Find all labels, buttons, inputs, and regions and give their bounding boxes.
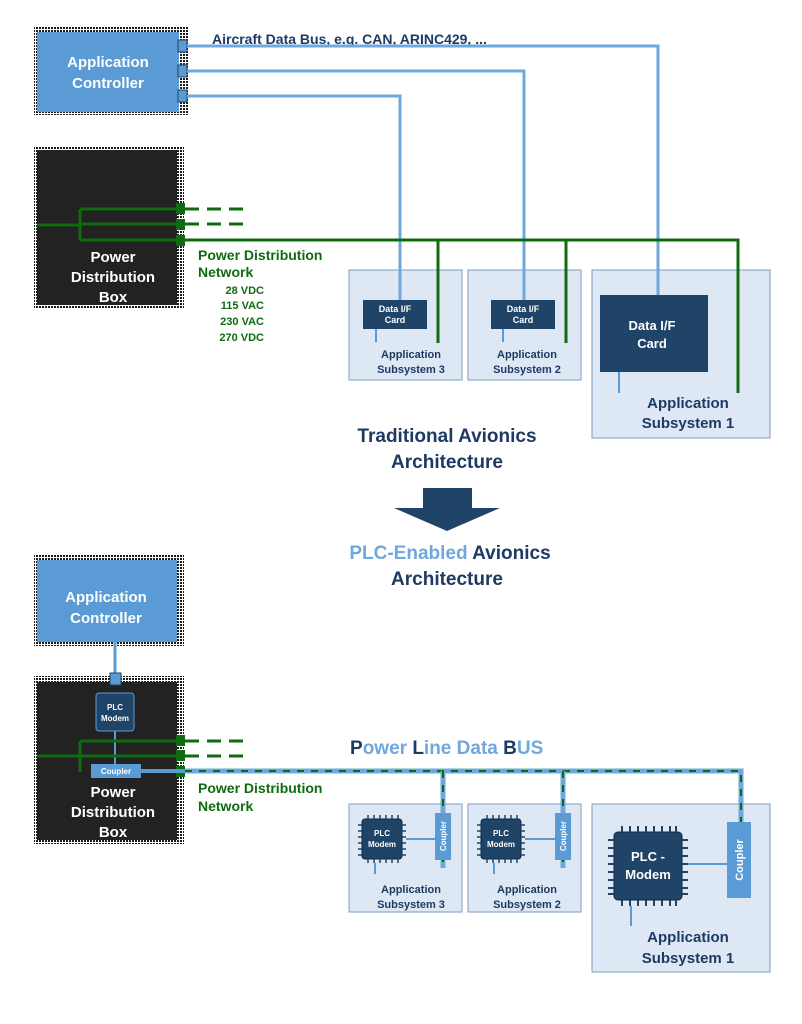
controller-bottom-label-2: Controller [70,610,142,627]
box-modem-label-1: PLC [107,703,123,712]
box-bottom-label-2: Distribution [71,804,155,821]
voltage-28vdc: 28 VDC [225,285,264,297]
subsystem-3-label-1: Application [381,349,441,361]
voltage-230vac: 230 VAC [220,316,264,328]
power-connector [176,750,185,761]
aircraft-data-bus-lines [187,44,660,300]
modem-2-label-2: Modem [487,840,515,849]
box-bottom-label-3: Box [99,824,128,841]
box-coupler-label: Coupler [101,767,131,776]
down-arrow [394,488,500,531]
coupler-3 [435,813,451,860]
bus-title-p: P [350,738,363,759]
power-connector [176,203,185,214]
bus-title-l: L [412,738,424,759]
modem-1-label-1: PLC - [631,849,665,864]
plc-enabled-word: PLC-Enabled [349,543,467,564]
box-plc-modem-icon [95,692,135,732]
plc-architecture: Application Controller PLC Modem Coupler [34,554,771,973]
box-modem-label-2: Modem [101,714,129,723]
subsystem-1-label-2: Subsystem 1 [642,415,735,432]
box-coupler [91,764,141,778]
power-connector [176,735,185,746]
box-bottom-label-1: Power [90,784,135,801]
plc-subsystem-1-label-2: Subsystem 1 [642,950,735,967]
traditional-title-1: Traditional Avionics [357,426,536,447]
aircraft-data-bus-label: Aircraft Data Bus, e.g. CAN, ARINC429, .… [212,31,487,47]
modem-3-label-1: PLC [374,829,390,838]
connector [177,89,188,103]
power-box-top-label-1: Power [90,249,135,266]
voltage-115vac: 115 VAC [221,300,264,312]
power-distribution-box-top [37,150,177,305]
connector [177,39,188,53]
data-if-card-2 [491,300,555,329]
power-bus-internal-bottom [37,739,178,772]
bus-title-ower: ower [363,738,413,759]
transition: Traditional Avionics Architecture PLC-En… [349,426,550,590]
pdn-bottom-label-2: Network [198,798,253,814]
power-connector [176,219,185,230]
pdn-bottom-label-1: Power Distribution [198,780,322,796]
pdn-top-label-2: Network [198,264,253,280]
power-box-top-label-2: Distribution [71,269,155,286]
application-controller-bottom [37,560,177,642]
traditional-architecture: Application Controller Aircraft Data Bus… [34,27,771,439]
card-2-label-2: Card [513,315,534,325]
card-3-label-1: Data I/F [379,304,412,314]
controller-connector [109,672,122,686]
power-stub-lines-bottom [185,739,248,758]
power-bus-internal [37,207,178,242]
power-box-top-label-3: Box [99,289,128,306]
data-if-card-1 [600,295,708,372]
plc-title-2: Architecture [391,569,503,590]
application-controller-top [37,32,179,112]
connector [177,64,188,78]
controller-top-label-1: Application [67,54,149,71]
coupler-3-label: Coupler [439,821,448,851]
plc-subsystem-2-label-1: Application [497,884,557,896]
coupler-1-label: Coupler [734,839,746,881]
card-3-label-2: Card [385,315,406,325]
plc-subsystem-2-label-2: Subsystem 2 [493,899,561,911]
subsystem-2-label-1: Application [497,349,557,361]
plc-subsystem-3-label-2: Subsystem 3 [377,899,445,911]
modem-3-label-2: Modem [368,840,396,849]
coupler-1 [727,822,751,898]
bus-title-ine: ine Data [424,738,503,759]
plc-modem-2-chip-icon [477,815,525,863]
plc-enabled-title: PLC-Enabled Avionics [349,543,550,564]
card-1-label-1: Data I/F [629,318,676,333]
card-2-label-1: Data I/F [507,304,540,314]
power-stub-lines [185,207,248,226]
bus-title-b: B [503,738,517,759]
card-1-label-2: Card [637,336,667,351]
modem-1-label-2: Modem [625,867,671,882]
controller-bottom-label-1: Application [65,589,147,606]
voltage-270vdc: 270 VDC [219,332,264,344]
data-if-card-3 [363,300,427,329]
coupler-2-label: Coupler [559,821,568,851]
bus-title-us: US [517,738,543,759]
plc-modem-3-chip-icon [358,815,406,863]
controller-top-label-2: Controller [72,75,144,92]
plc-subsystem-1-label-1: Application [647,929,729,946]
subsystem-3-label-2: Subsystem 3 [377,364,445,376]
avionics-word: Avionics [468,543,551,564]
coupler-2 [555,813,571,860]
plc-modem-1-chip-icon [608,826,688,906]
power-distribution-network-lines [185,238,740,393]
subsystem-1-label-1: Application [647,395,729,412]
plc-subsystem-3-label-1: Application [381,884,441,896]
modem-2-label-1: PLC [493,829,509,838]
traditional-title-2: Architecture [391,452,503,473]
power-line-data-bus-title: Power Line Data BUS [350,738,543,759]
subsystem-2-label-2: Subsystem 2 [493,364,561,376]
pdn-top-label-1: Power Distribution [198,247,322,263]
power-connector [176,235,185,246]
